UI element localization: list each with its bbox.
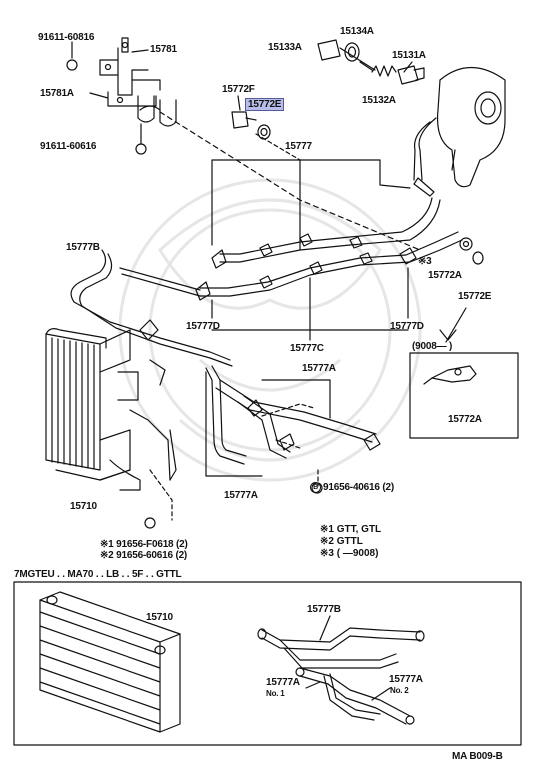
label-15710-inset: 15710 bbox=[146, 612, 173, 623]
leader-15777-top bbox=[211, 159, 411, 251]
label-15131a: 15131A bbox=[392, 50, 426, 61]
bolt-note-2: ※2 91656-60616 (2) bbox=[100, 550, 188, 561]
label-15710: 15710 bbox=[70, 501, 97, 512]
label-15772f: 15772F bbox=[222, 84, 255, 95]
leader-inset-15777b bbox=[319, 615, 331, 641]
inset-pipe-15777a bbox=[295, 667, 415, 725]
bolt-note-1: ※1 91656-F0618 (2) bbox=[100, 539, 188, 550]
pointer-arrow bbox=[439, 307, 467, 343]
label-15777b: 15777B bbox=[66, 242, 100, 253]
variant-range: (9008— ) bbox=[412, 341, 453, 352]
leader-15777c bbox=[211, 277, 409, 341]
oil-filter-housing bbox=[413, 67, 506, 197]
label-15777a-no2: 15777A bbox=[389, 674, 423, 685]
dashed-15710-bolt bbox=[149, 469, 173, 521]
leader-inset-15777a bbox=[305, 681, 391, 701]
label-15777-top: 15777 bbox=[285, 141, 312, 152]
label-91611-60816: 91611-60816 bbox=[38, 32, 95, 43]
dashed-15777a bbox=[261, 403, 315, 449]
leader-15781 bbox=[131, 49, 149, 53]
pipe-assembly-15777 bbox=[195, 197, 484, 301]
label-15772a: 15772A bbox=[428, 270, 462, 281]
valve-15131a bbox=[397, 65, 425, 85]
label-15772e-highlighted[interactable]: 15772E bbox=[244, 98, 285, 111]
label-15134a: 15134A bbox=[340, 26, 374, 37]
seat-15134a bbox=[344, 42, 360, 62]
inset-cooler-15710 bbox=[39, 591, 181, 733]
leader-valve bbox=[339, 47, 413, 73]
label-15777d-left: 15777D bbox=[186, 321, 220, 332]
oil-cooler-15710 bbox=[45, 328, 177, 491]
spring-15132a bbox=[371, 65, 397, 77]
label-15132a: 15132A bbox=[362, 95, 396, 106]
bolt-91611-60616 bbox=[135, 123, 147, 155]
label-15777a-top: 15777A bbox=[302, 363, 336, 374]
inset-pipe-15777b bbox=[257, 627, 425, 669]
label-no2: No. 2 bbox=[390, 686, 409, 695]
union-15772f bbox=[231, 111, 257, 129]
bolt-marker: B bbox=[310, 482, 321, 493]
inset-box bbox=[13, 581, 522, 746]
label-15781a: 15781A bbox=[40, 88, 74, 99]
note-3: ※3 ( —9008) bbox=[320, 548, 379, 559]
diagram-code: MA B009-B bbox=[452, 751, 503, 762]
label-star3: ※3 bbox=[418, 256, 432, 267]
note-1: ※1 GTT, GTL bbox=[320, 524, 382, 535]
leader-15777a bbox=[205, 371, 331, 477]
gasket-15772e bbox=[257, 124, 271, 140]
applicability-notes: ※1 GTT, GTL ※2 GTTL ※3 ( —9008) bbox=[320, 524, 381, 560]
label-15772e: 15772E bbox=[458, 291, 492, 302]
bracket-15781a bbox=[107, 91, 177, 127]
note-2: ※2 GTTL bbox=[320, 536, 363, 547]
bolt-91656 bbox=[144, 517, 156, 529]
nut-91611-60816 bbox=[66, 41, 78, 71]
label-15777d-right: 15777D bbox=[390, 321, 424, 332]
pipe-15777a bbox=[205, 365, 381, 465]
leader-15772f bbox=[237, 95, 241, 111]
label-no1: No. 1 bbox=[266, 689, 285, 698]
label-15781: 15781 bbox=[150, 44, 177, 55]
dashed-reference-line bbox=[159, 111, 421, 251]
cap-15133a bbox=[317, 39, 341, 61]
variant-box bbox=[409, 352, 519, 439]
label-15772a-variant: 15772A bbox=[448, 414, 482, 425]
pipe-15777b bbox=[70, 249, 233, 367]
label-15133a: 15133A bbox=[268, 42, 302, 53]
label-91656-40616-text: 91656-40616 (2) bbox=[323, 482, 394, 494]
label-91611-60616: 91611-60616 bbox=[40, 141, 97, 152]
label-15777a-no1: 15777A bbox=[266, 677, 300, 688]
dashed-15772 bbox=[255, 133, 301, 161]
bracket-15781 bbox=[99, 37, 161, 96]
label-15777a-bottom: 15777A bbox=[224, 490, 258, 501]
label-15777b-inset: 15777B bbox=[307, 604, 341, 615]
section-title: 7MGTEU . . MA70 . . LB . . 5F . . GTTL bbox=[14, 569, 182, 580]
label-15777c: 15777C bbox=[290, 343, 324, 354]
leader-15781a bbox=[89, 92, 109, 99]
